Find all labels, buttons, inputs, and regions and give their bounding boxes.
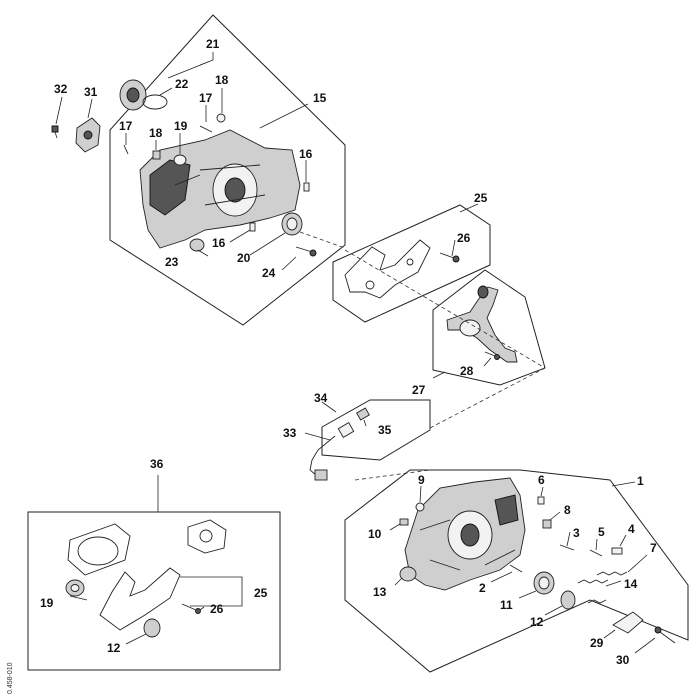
oil-hose-part [309, 435, 336, 476]
leader-lines [55, 52, 656, 654]
callout-19b: 19 [40, 596, 54, 610]
callout-10: 10 [368, 527, 382, 541]
callout-11: 11 [500, 598, 513, 612]
callout-21: 21 [206, 37, 220, 51]
callout-36: 36 [150, 457, 164, 471]
callout-9: 9 [418, 473, 425, 487]
callout-17b: 17 [119, 119, 133, 133]
callout-3: 3 [573, 526, 580, 540]
callout-16b: 16 [212, 236, 226, 250]
callout-25: 25 [474, 191, 488, 205]
gasket-set-group-36 [27, 475, 281, 671]
callout-35: 35 [378, 423, 392, 437]
plate-part [612, 611, 644, 634]
callout-7: 7 [650, 541, 657, 555]
callout-5: 5 [598, 525, 605, 539]
callout-26b: 26 [210, 602, 224, 616]
callout-16: 16 [299, 147, 313, 161]
crankshaft-group-27 [344, 249, 546, 386]
gasket-part [344, 239, 431, 299]
callout-1: 1 [637, 474, 644, 488]
callout-24: 24 [262, 266, 276, 280]
callout-12: 12 [530, 615, 544, 629]
callout-34: 34 [314, 391, 328, 405]
crankcase-half-group-1 [344, 469, 689, 673]
callout-13: 13 [373, 585, 387, 599]
document-id: 0.458-010 [7, 662, 14, 694]
callout-19: 19 [174, 119, 188, 133]
callout-14: 14 [624, 577, 638, 591]
callout-28: 28 [460, 364, 474, 378]
o-ring-part [142, 94, 168, 110]
callout-29: 29 [590, 636, 604, 650]
gasket-group-25-upper [332, 204, 491, 323]
callout-32: 32 [54, 82, 68, 96]
callout-18b: 18 [149, 126, 163, 140]
callout-30: 30 [616, 653, 630, 667]
hose-group-34 [309, 367, 546, 481]
callout-8: 8 [564, 503, 571, 517]
callout-12b: 12 [107, 641, 121, 655]
callout-25b: 25 [254, 586, 268, 600]
callout-15: 15 [313, 91, 327, 105]
callout-18: 18 [215, 73, 229, 87]
callout-26: 26 [457, 231, 471, 245]
crankcase-half-group-15 [51, 14, 346, 326]
callout-31: 31 [84, 85, 98, 99]
callout-22: 22 [175, 77, 189, 91]
callout-20: 20 [237, 251, 251, 265]
callout-23: 23 [165, 255, 179, 269]
callout-4: 4 [628, 522, 635, 536]
callout-6: 6 [538, 473, 545, 487]
callout-labels: 21 22 18 17 15 31 32 17 18 19 16 16 23 2… [40, 37, 657, 667]
callout-33: 33 [283, 426, 297, 440]
cylinder-gasket-part [67, 523, 131, 576]
callout-17: 17 [199, 91, 213, 105]
callout-2: 2 [479, 581, 486, 595]
callout-27: 27 [412, 383, 426, 397]
